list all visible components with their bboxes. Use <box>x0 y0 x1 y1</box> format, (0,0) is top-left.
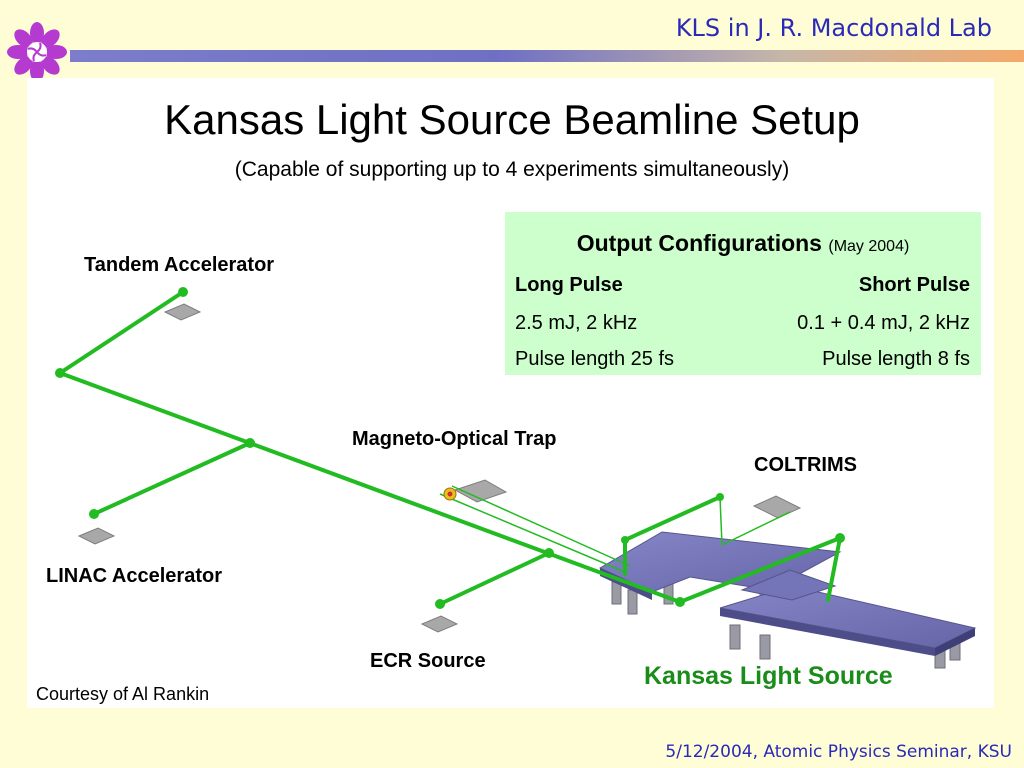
flower-logo-icon <box>7 22 67 82</box>
config-cell: Pulse length 8 fs <box>822 348 970 370</box>
slide-title: Kansas Light Source Beamline Setup <box>164 96 860 143</box>
header-title: KLS in J. R. Macdonald Lab <box>675 14 992 42</box>
long-pulse-header: Long Pulse <box>515 274 623 296</box>
output-configurations-box: Output Configurations (May 2004) Long Pu… <box>505 212 981 375</box>
config-heading: Output Configurations (May 2004) <box>505 230 981 257</box>
ecr-source-label: ECR Source <box>370 650 486 672</box>
coltrims-label: COLTRIMS <box>754 454 857 476</box>
footer-text: 5/12/2004, Atomic Physics Seminar, KSU <box>665 742 1012 762</box>
header-divider-bar <box>70 50 1024 62</box>
beamlines <box>58 290 842 606</box>
experiment-platforms <box>77 303 802 633</box>
kansas-light-source-label: Kansas Light Source <box>644 662 893 690</box>
config-cell: 2.5 mJ, 2 kHz <box>515 312 638 334</box>
magneto-optical-trap-label: Magneto-Optical Trap <box>352 428 557 450</box>
courtesy-credit: Courtesy of Al Rankin <box>36 684 210 704</box>
config-date: (May 2004) <box>828 238 910 255</box>
config-cell: 0.1 + 0.4 mJ, 2 kHz <box>797 312 970 334</box>
short-pulse-header: Short Pulse <box>858 274 970 296</box>
tandem-accelerator-label: Tandem Accelerator <box>84 254 275 276</box>
config-heading-text: Output Configurations <box>576 230 822 256</box>
config-cell: Pulse length 25 fs <box>515 348 674 370</box>
beamline-nodes <box>55 287 845 609</box>
mot-device-icon <box>443 487 457 501</box>
thin-beamlines <box>439 485 791 573</box>
slide-subtitle: (Capable of supporting up to 4 experimen… <box>234 158 790 181</box>
linac-accelerator-label: LINAC Accelerator <box>46 565 222 587</box>
